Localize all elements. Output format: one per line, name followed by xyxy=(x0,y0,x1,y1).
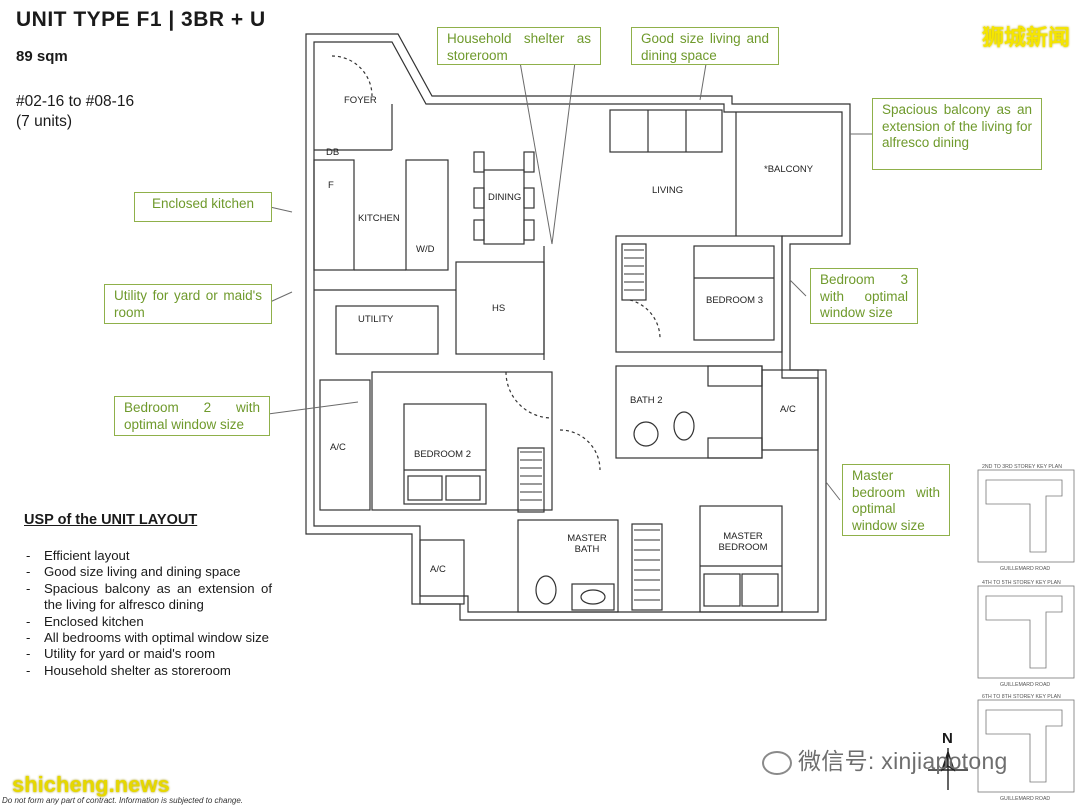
room-dining: DINING xyxy=(488,192,522,203)
unit-type-title: UNIT TYPE F1 | 3BR + U xyxy=(16,8,266,31)
callout-master: Master bedroom with optimal window size xyxy=(842,464,950,536)
compass-north-label: N xyxy=(942,730,953,747)
keyplan-road: GUILLEMARD ROAD xyxy=(1000,682,1051,688)
usp-item: Efficient layout xyxy=(24,548,272,565)
callout-bedroom2: Bedroom 2 with optimal window size xyxy=(114,396,270,436)
room-foyer: FOYER xyxy=(344,95,377,106)
keyplan-label: 2ND TO 3RD STOREY KEY PLAN xyxy=(982,464,1062,470)
unit-range-block: #02-16 to #08-16 (7 units) xyxy=(16,92,134,132)
usp-item: Spacious balcony as an extension of the … xyxy=(24,581,272,614)
room-bedroom2: BEDROOM 2 xyxy=(414,449,472,460)
wechat-icon xyxy=(762,750,792,775)
room-ac-right: A/C xyxy=(780,404,796,415)
room-utility: UTILITY xyxy=(358,314,394,325)
watermark-top-right: 狮城新闻 xyxy=(981,25,1070,50)
usp-item: Good size living and dining space xyxy=(24,564,272,581)
wechat-id: 微信号: xinjiapotong xyxy=(798,748,1008,774)
usp-item: All bedrooms with optimal window size xyxy=(24,630,272,647)
wechat-watermark: 微信号: xinjiapotong xyxy=(762,742,1008,776)
callout-living-dining: Good size living and dining space xyxy=(631,27,779,65)
callout-utility: Utility for yard or maid's room xyxy=(104,284,272,324)
room-kitchen: KITCHEN xyxy=(358,213,400,224)
room-living: LIVING xyxy=(652,185,684,196)
usp-item: Enclosed kitchen xyxy=(24,614,272,631)
room-hs: HS xyxy=(492,303,506,314)
callout-kitchen: Enclosed kitchen xyxy=(134,192,272,222)
room-ac-left: A/C xyxy=(330,442,346,453)
unit-size: 89 sqm xyxy=(16,48,68,65)
room-master-bath: MASTER BATH xyxy=(567,533,607,555)
usp-item: Household shelter as storeroom xyxy=(24,663,272,680)
callout-balcony: Spacious balcony as an extension of the … xyxy=(872,98,1042,170)
keyplan-label: 6TH TO 8TH STOREY KEY PLAN xyxy=(982,694,1061,700)
disclaimer: Do not form any part of contract. Inform… xyxy=(2,796,244,805)
room-wd: W/D xyxy=(416,244,435,255)
room-bedroom3: BEDROOM 3 xyxy=(706,295,764,306)
usp-item: Utility for yard or maid's room xyxy=(24,646,272,663)
callout-household-shelter: Household shelter as storeroom xyxy=(437,27,601,65)
room-master-bedroom: MASTER BEDROOM xyxy=(718,531,768,553)
keyplan-label: 4TH TO 5TH STOREY KEY PLAN xyxy=(982,580,1061,586)
room-bath2: BATH 2 xyxy=(630,395,663,406)
room-fridge: F xyxy=(328,180,334,191)
usp-list: Efficient layout Good size living and di… xyxy=(24,548,272,680)
keyplan-road: GUILLEMARD ROAD xyxy=(1000,566,1051,572)
keyplan-road: GUILLEMARD ROAD xyxy=(1000,796,1051,802)
unit-range: #02-16 to #08-16 xyxy=(16,93,135,110)
room-db: DB xyxy=(326,147,340,158)
room-ac-bottom: A/C xyxy=(430,564,446,575)
usp-title: USP of the UNIT LAYOUT xyxy=(24,512,198,528)
room-balcony: *BALCONY xyxy=(764,164,814,175)
unit-count: (7 units) xyxy=(16,113,72,130)
callout-bedroom3: Bedroom 3 with optimal window size xyxy=(810,268,918,324)
watermark-bottom-left: shicheng.news xyxy=(12,772,170,797)
